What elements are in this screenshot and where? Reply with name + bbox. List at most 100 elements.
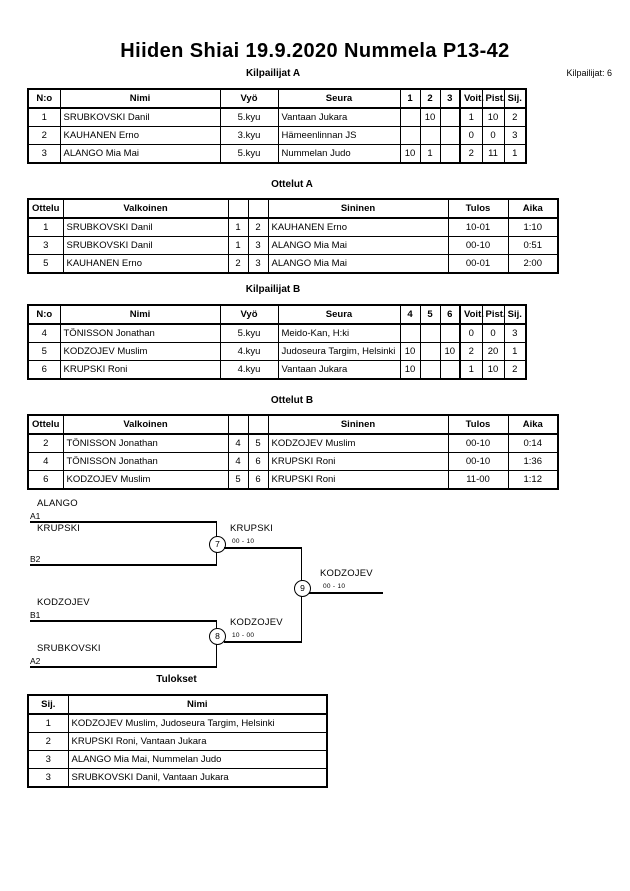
pool-a-table: N:o Nimi Vyö Seura 1 2 3 Voit. Pist. Sij… xyxy=(27,88,527,164)
cell-match-3 xyxy=(439,360,461,380)
bracket-node-9-score: 00 - 10 xyxy=(323,583,346,590)
col-white: Valkoinen xyxy=(62,198,229,219)
cell-match-no: 2 xyxy=(27,433,64,453)
cell-match-no: 6 xyxy=(27,470,64,490)
bracket-line xyxy=(30,666,217,668)
elimination-bracket: ALANGO A1 KRUPSKI B2 7 KRUPSKI 00 - 10 K… xyxy=(0,495,630,670)
bracket-line xyxy=(30,620,217,622)
bracket-line xyxy=(309,592,383,594)
cell-name: ALANGO Mia Mai, Nummelan Judo xyxy=(67,750,328,769)
cell-result: 00-10 xyxy=(447,433,509,453)
cell-match-3: 10 xyxy=(439,342,461,361)
cell-white-name: KODZOJEV Muslim xyxy=(62,470,229,490)
col-wins: Voit. xyxy=(459,88,484,109)
bracket-node-8-winner: KODZOJEV xyxy=(230,617,283,628)
cell-club: Hämeenlinnan JS xyxy=(277,126,401,145)
cell-club: Vantaan Jukara xyxy=(277,107,401,127)
col-wins: Voit. xyxy=(459,304,484,325)
col-belt: Vyö xyxy=(219,304,279,325)
cell-white-name: SRUBKOVSKI Danil xyxy=(62,236,229,255)
cell-match-2 xyxy=(419,360,441,380)
col-blue: Sininen xyxy=(267,198,449,219)
cell-name: ALANGO Mia Mai xyxy=(59,144,221,164)
cell-rank: 1 xyxy=(503,144,527,164)
cell-blue-name: KRUPSKI Roni xyxy=(267,452,449,471)
col-time: Aika xyxy=(507,414,559,435)
cell-white-name: SRUBKOVSKI Danil xyxy=(62,217,229,237)
cell-match-2: 10 xyxy=(419,107,441,127)
cell-rank: 1 xyxy=(503,342,527,361)
cell-result: 00-10 xyxy=(447,452,509,471)
cell-time: 0:14 xyxy=(507,433,559,453)
bracket-line xyxy=(30,521,217,523)
col-white-no xyxy=(227,414,249,435)
cell-match-2 xyxy=(419,323,441,343)
cell-name: SRUBKOVSKI Danil xyxy=(59,107,221,127)
cell-no: 1 xyxy=(27,107,61,127)
cell-points: 0 xyxy=(481,126,505,145)
table-header-row: Ottelu Valkoinen Sininen Tulos Aika xyxy=(27,414,559,435)
cell-time: 0:51 xyxy=(507,236,559,255)
cell-rank: 3 xyxy=(503,126,527,145)
cell-name: TÖNISSON Jonathan xyxy=(59,323,221,343)
cell-rank: 1 xyxy=(27,713,69,733)
col-result: Tulos xyxy=(447,414,509,435)
matches-a-caption: Ottelut A xyxy=(271,179,313,190)
col-blue: Sininen xyxy=(267,414,449,435)
cell-wins: 0 xyxy=(459,126,483,145)
cell-points: 20 xyxy=(481,342,505,361)
cell-match-no: 4 xyxy=(27,452,64,471)
cell-wins: 1 xyxy=(459,107,483,127)
cell-blue-no: 5 xyxy=(247,433,269,453)
cell-blue-no: 2 xyxy=(247,217,269,237)
cell-blue-name: ALANGO Mia Mai xyxy=(267,254,449,274)
cell-blue-no: 6 xyxy=(247,470,269,490)
col-blue-no xyxy=(247,414,269,435)
col-result: Tulos xyxy=(447,198,509,219)
cell-rank: 2 xyxy=(27,732,69,751)
cell-blue-no: 3 xyxy=(247,236,269,255)
cell-white-name: TÖNISSON Jonathan xyxy=(62,433,229,453)
cell-match-3 xyxy=(439,323,461,343)
cell-name: SRUBKOVSKI Danil, Vantaan Jukara xyxy=(67,768,328,788)
bracket-node-8: 8 xyxy=(209,628,226,645)
col-points: Pist. xyxy=(481,304,506,325)
cell-match-2 xyxy=(419,342,441,361)
cell-belt: 4.kyu xyxy=(219,360,279,380)
cell-result: 11-00 xyxy=(447,470,509,490)
cell-name: KAUHANEN Erno xyxy=(59,126,221,145)
cell-wins: 1 xyxy=(459,360,483,380)
cell-result: 10-01 xyxy=(447,217,509,237)
bracket-line xyxy=(224,547,302,549)
table-header-row: Ottelu Valkoinen Sininen Tulos Aika xyxy=(27,198,559,219)
cell-match-2: 1 xyxy=(419,144,441,164)
col-m5: 5 xyxy=(419,304,441,325)
col-club: Seura xyxy=(277,304,401,325)
cell-blue-name: KODZOJEV Muslim xyxy=(267,433,449,453)
cell-time: 1:12 xyxy=(507,470,559,490)
bracket-entry-seed-4: A2 xyxy=(30,656,41,666)
cell-club: Nummelan Judo xyxy=(277,144,401,164)
col-blue-no xyxy=(247,198,269,219)
cell-rank: 3 xyxy=(503,323,527,343)
cell-name: KODZOJEV Muslim xyxy=(59,342,221,361)
cell-points: 10 xyxy=(481,107,505,127)
cell-blue-no: 3 xyxy=(247,254,269,274)
cell-white-no: 1 xyxy=(227,217,249,237)
cell-no: 5 xyxy=(27,342,61,361)
col-no: N:o xyxy=(27,88,61,109)
pool-b-caption: Kilpailijat B xyxy=(245,284,301,295)
col-rank: Sij. xyxy=(503,304,527,325)
cell-club: Judoseura Targim, Helsinki xyxy=(277,342,401,361)
col-m1: 1 xyxy=(399,88,421,109)
cell-points: 0 xyxy=(481,323,505,343)
col-name: Nimi xyxy=(67,694,328,715)
